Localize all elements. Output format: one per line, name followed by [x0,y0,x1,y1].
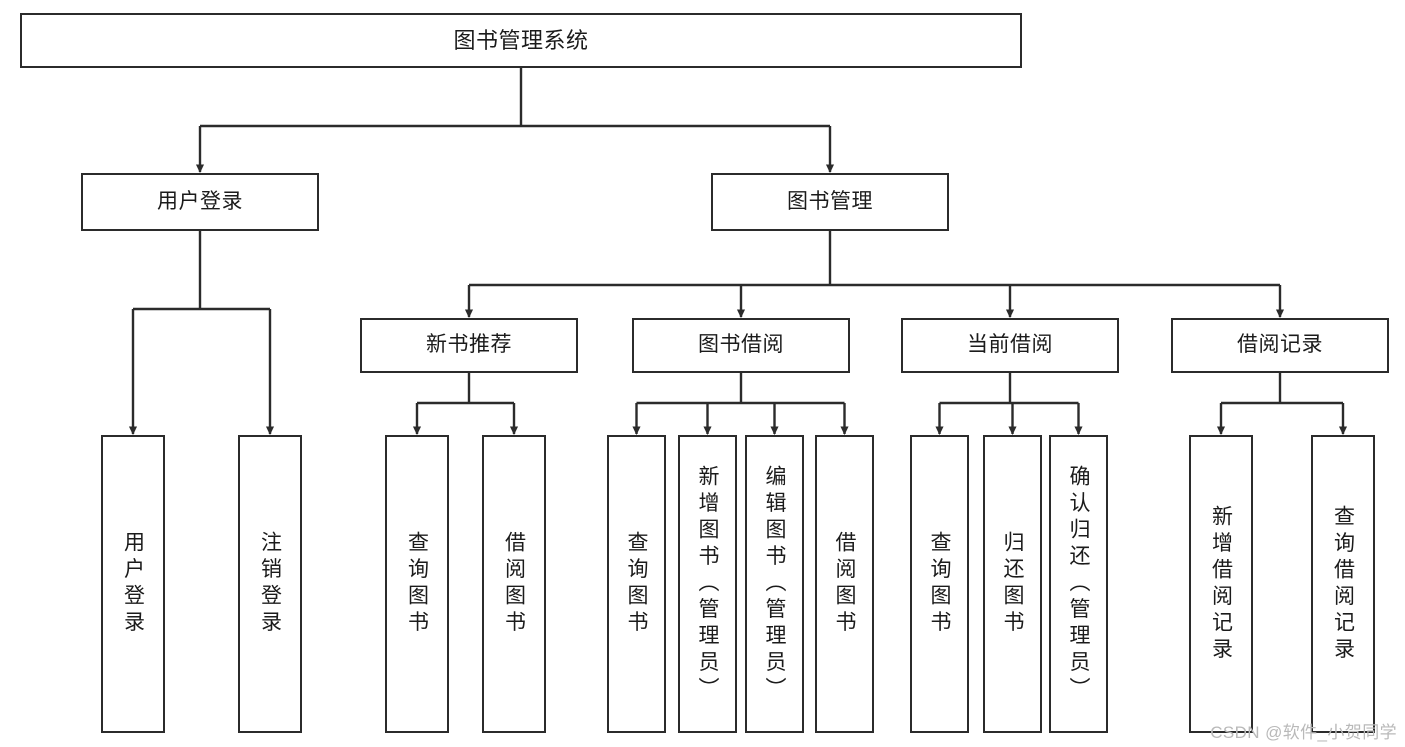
node-leaf-leaf-borrow-book-1-label: 借阅图书 [502,531,526,637]
node-leaf-leaf-query-book-1[interactable]: 查询图书 [385,435,449,733]
watermark: CSDN @软件_小贺同学 [1210,723,1397,742]
node-leaf-leaf-query-book-2[interactable]: 查询图书 [607,435,666,733]
node-leaf-leaf-edit-book-admin-label: 编辑图书（管理员） [763,464,786,704]
node-borrow-record[interactable]: 借阅记录 [1171,318,1389,373]
node-leaf-leaf-edit-book-admin[interactable]: 编辑图书（管理员） [745,435,804,733]
node-leaf-leaf-add-book-admin-label: 新增图书（管理员） [696,464,719,704]
node-book-borrow[interactable]: 图书借阅 [632,318,850,373]
node-leaf-leaf-query-book-3-label: 查询图书 [928,531,951,637]
node-leaf-leaf-add-book-admin[interactable]: 新增图书（管理员） [678,435,737,733]
node-leaf-leaf-user-logout[interactable]: 注销登录 [238,435,302,733]
node-leaf-leaf-borrow-book-2[interactable]: 借阅图书 [815,435,874,733]
node-root[interactable]: 图书管理系统 [20,13,1022,68]
node-leaf-leaf-query-book-2-label: 查询图书 [625,531,648,637]
node-leaf-leaf-borrow-book-1[interactable]: 借阅图书 [482,435,546,733]
node-leaf-leaf-add-borrow-record-label: 新增借阅记录 [1209,504,1233,664]
node-leaf-leaf-user-login-label: 用户登录 [121,531,145,637]
node-leaf-leaf-user-login[interactable]: 用户登录 [101,435,165,733]
node-leaf-leaf-confirm-return[interactable]: 确认归还（管理员） [1049,435,1108,733]
node-user-login[interactable]: 用户登录 [81,173,319,231]
node-leaf-leaf-query-borrow-record[interactable]: 查询借阅记录 [1311,435,1375,733]
node-leaf-leaf-return-book-label: 归还图书 [1001,531,1024,637]
node-book-manage[interactable]: 图书管理 [711,173,949,231]
node-root-label: 图书管理系统 [453,27,589,53]
node-current-borrow[interactable]: 当前借阅 [901,318,1119,373]
node-leaf-leaf-query-borrow-record-label: 查询借阅记录 [1331,504,1355,664]
node-current-borrow-label: 当前借阅 [967,333,1053,357]
node-borrow-record-label: 借阅记录 [1237,333,1323,357]
node-leaf-leaf-confirm-return-label: 确认归还（管理员） [1067,464,1090,704]
node-book-borrow-label: 图书借阅 [698,333,784,357]
node-new-book-recommend-label: 新书推荐 [426,333,512,357]
node-user-login-label: 用户登录 [157,189,243,213]
node-leaf-leaf-add-borrow-record[interactable]: 新增借阅记录 [1189,435,1253,733]
node-leaf-leaf-user-logout-label: 注销登录 [258,531,282,637]
node-new-book-recommend[interactable]: 新书推荐 [360,318,578,373]
node-leaf-leaf-query-book-1-label: 查询图书 [405,531,429,637]
node-book-manage-label: 图书管理 [787,189,873,213]
node-leaf-leaf-borrow-book-2-label: 借阅图书 [833,531,856,637]
node-leaf-leaf-return-book[interactable]: 归还图书 [983,435,1042,733]
node-leaf-leaf-query-book-3[interactable]: 查询图书 [910,435,969,733]
